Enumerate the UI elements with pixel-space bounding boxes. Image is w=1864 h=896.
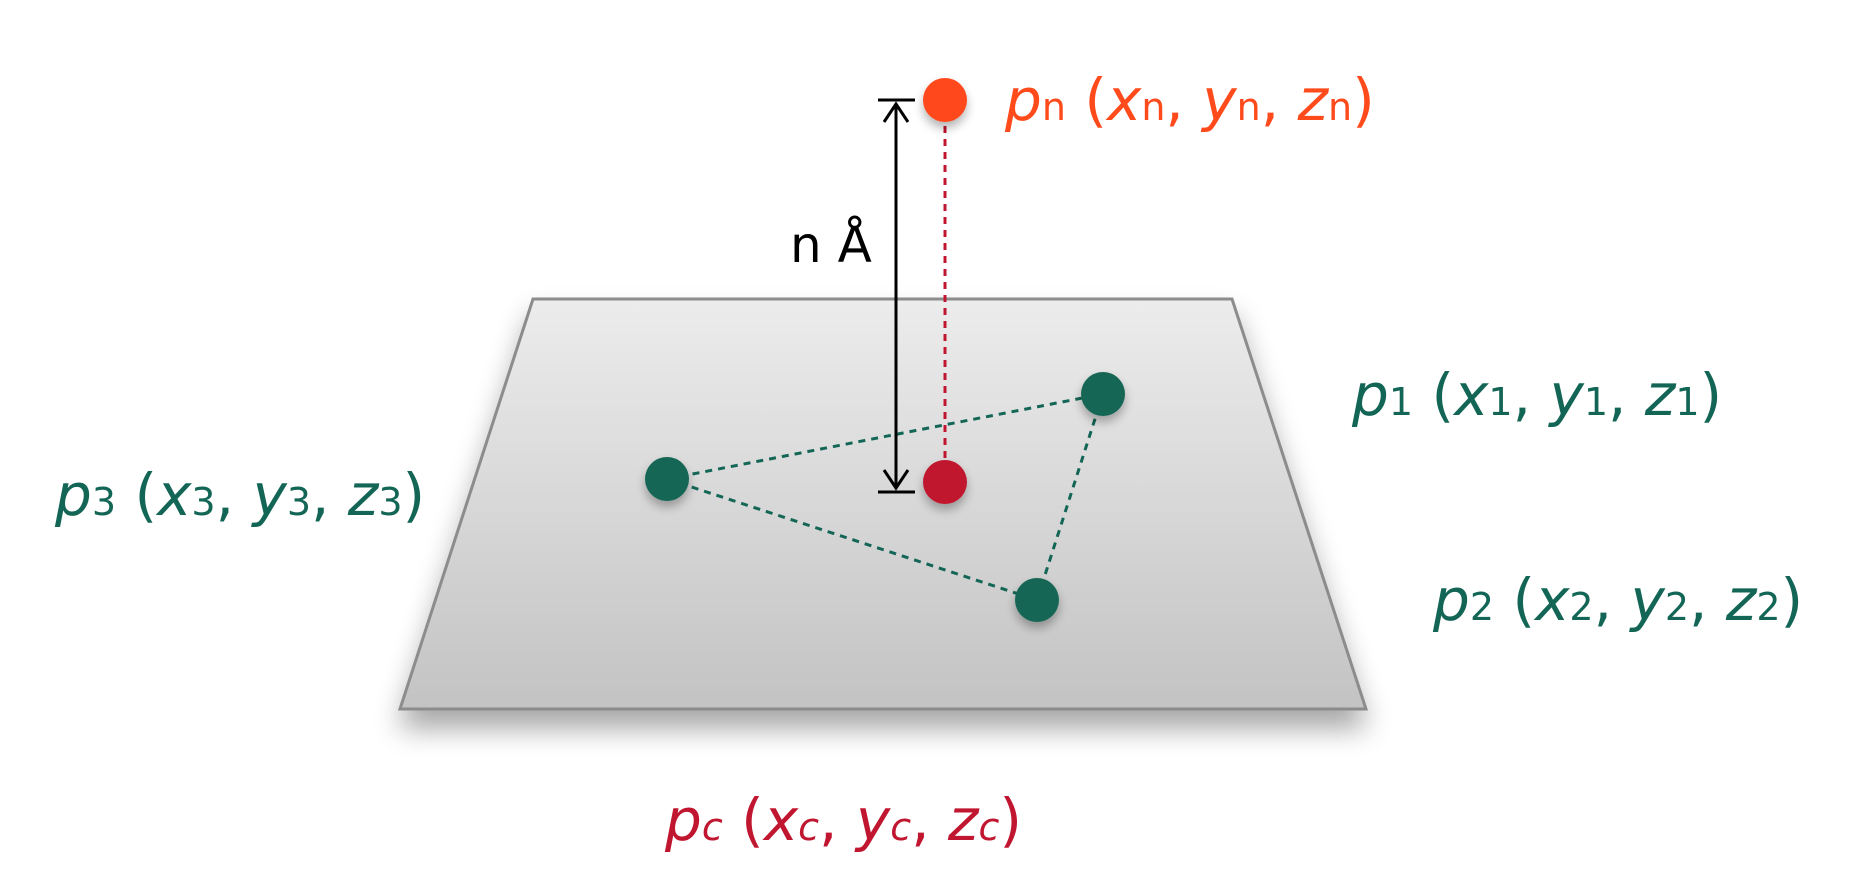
arrow-head-top (882, 101, 910, 123)
label-p1: p1 (x1, y1, z1) (1351, 361, 1722, 429)
point-p3 (645, 457, 689, 501)
plane (397, 297, 1369, 711)
label-p2: p2 (x2, y2, z2) (1432, 566, 1803, 634)
point-p1 (1081, 372, 1125, 416)
label-pn: pn (xn, yn, zn) (1004, 66, 1375, 134)
point-p2 (1015, 578, 1059, 622)
edge-p3-p1 (666, 392, 1104, 481)
edge-p1-p2 (1035, 393, 1105, 601)
label-pc: pc (xc, yc, zc) (664, 786, 1022, 854)
point-pc (923, 460, 967, 504)
distance-label: n Å (790, 216, 872, 274)
arrow-head-bottom (882, 469, 910, 491)
label-p3: p3 (x3, y3, z3) (54, 461, 425, 529)
point-pn (923, 78, 967, 122)
